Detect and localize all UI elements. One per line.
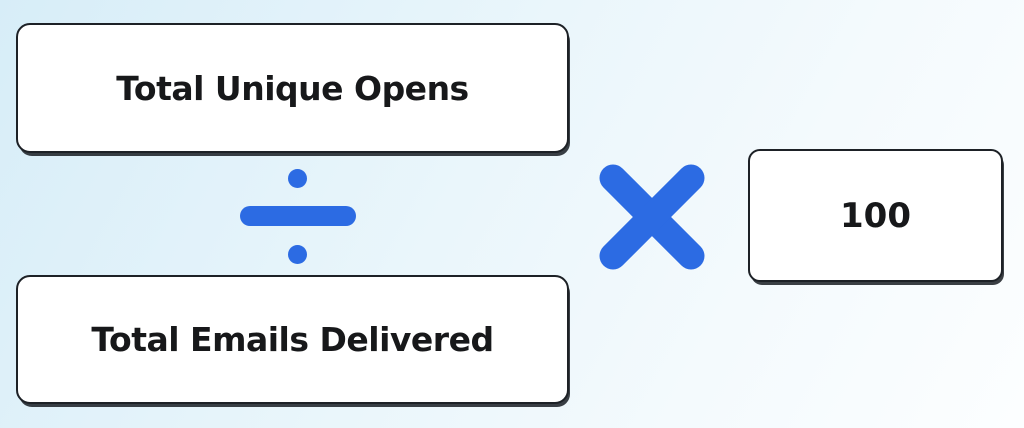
divide-icon: [240, 169, 356, 264]
divide-bar: [240, 206, 356, 226]
numerator-box: Total Unique Opens: [16, 23, 569, 153]
divide-dot-top: [288, 169, 307, 188]
divide-dot-bottom: [288, 245, 307, 264]
numerator-label: Total Unique Opens: [116, 68, 469, 108]
denominator-label: Total Emails Delivered: [91, 320, 494, 359]
multiplier-box: 100: [748, 149, 1003, 282]
multiplier-label: 100: [840, 195, 911, 236]
multiply-icon: [599, 164, 705, 270]
denominator-box: Total Emails Delivered: [16, 275, 569, 404]
